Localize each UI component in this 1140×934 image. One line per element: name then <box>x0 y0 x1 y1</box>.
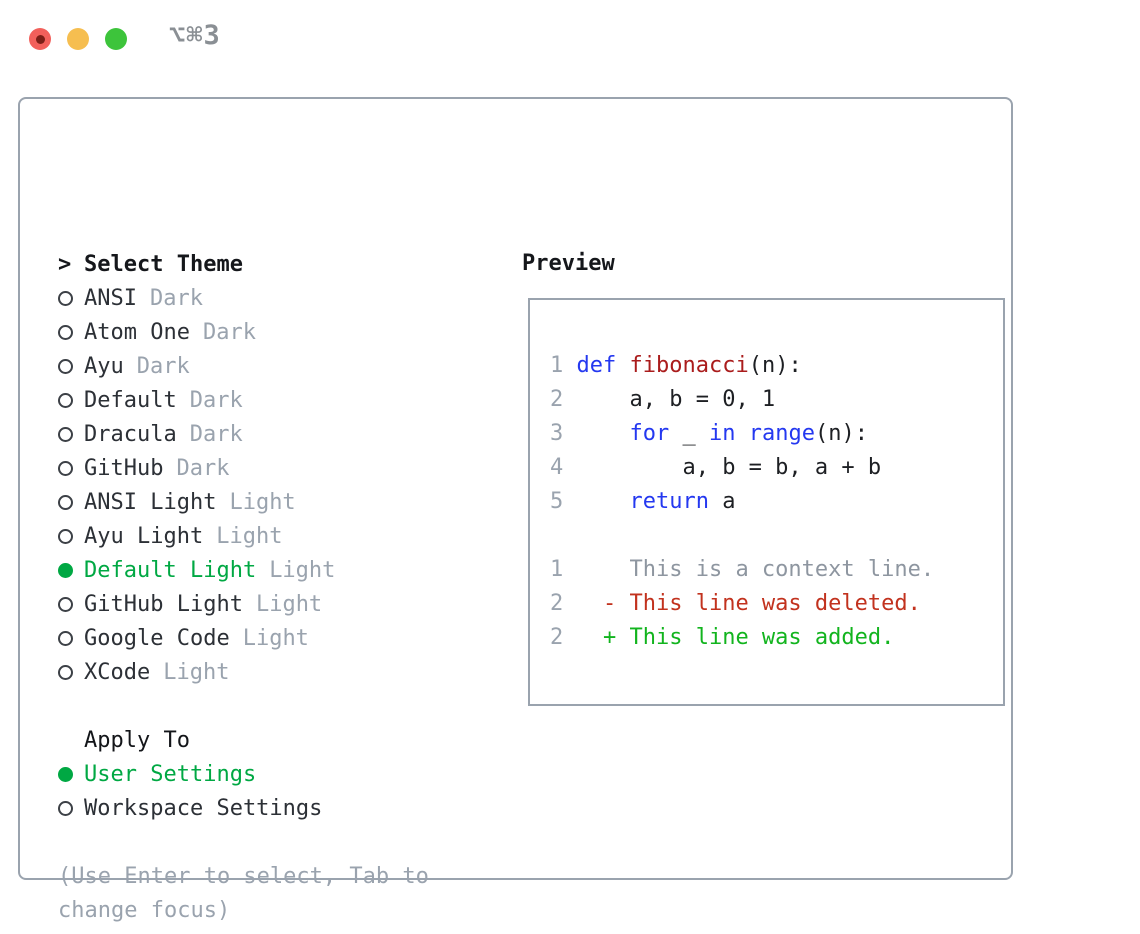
line-number: 5 <box>550 489 564 514</box>
theme-variant-badge: Light <box>229 489 296 515</box>
line-number: 1 <box>550 557 564 582</box>
code-line: 5 return a <box>550 489 736 514</box>
apply-option-workspace-settings[interactable]: Workspace Settings <box>58 791 429 825</box>
theme-name: Atom One <box>84 319 190 345</box>
radio-selected-icon <box>58 562 73 578</box>
radio-icon <box>58 426 73 442</box>
theme-option-google-code[interactable]: Google Code Light <box>58 621 429 655</box>
theme-variant-badge: Light <box>255 591 323 617</box>
code-line: 3 for _ in range(n): <box>550 421 868 446</box>
code-line: 1 def fibonacci(n): <box>550 353 802 378</box>
radio-icon <box>58 528 73 544</box>
select-theme-header: > Select Theme <box>58 247 429 281</box>
radio-icon <box>58 392 73 408</box>
apply-to-title: Apply To <box>84 727 190 753</box>
preview-box: 1 def fibonacci(n): 2 a, b = 0, 1 3 for _ … <box>528 298 1005 706</box>
code-line: 2 a, b = 0, 1 <box>550 387 776 412</box>
theme-option-ansi[interactable]: ANSI Dark <box>58 281 429 315</box>
minimize-button[interactable] <box>67 28 89 50</box>
line-number: 1 <box>550 353 564 378</box>
theme-variant-badge: Light <box>163 659 230 685</box>
radio-icon <box>58 494 73 510</box>
spacer-row <box>58 689 429 723</box>
theme-option-dracula[interactable]: Dracula Dark <box>58 417 429 451</box>
diff-line-deleted: 2 - This line was deleted. <box>550 587 934 621</box>
theme-option-default-light[interactable]: Default Light Light <box>58 553 429 587</box>
theme-option-github[interactable]: GitHub Dark <box>58 451 429 485</box>
line-number: 2 <box>550 387 564 412</box>
theme-option-xcode[interactable]: XCode Light <box>58 655 429 689</box>
line-number: 2 <box>550 625 564 650</box>
radio-icon <box>58 290 73 306</box>
diff-line-added: 2 + This line was added. <box>550 621 934 655</box>
theme-variant-badge: Dark <box>136 353 190 379</box>
radio-icon <box>58 630 73 646</box>
hint-line-2: change focus) <box>58 897 231 923</box>
theme-option-ayu-light[interactable]: Ayu Light Light <box>58 519 429 553</box>
radio-icon <box>58 324 73 340</box>
theme-variant-badge: Light <box>242 625 309 651</box>
close-button[interactable] <box>29 28 51 50</box>
theme-name: ANSI Light <box>84 489 217 515</box>
theme-variant-badge: Light <box>269 557 336 583</box>
theme-name: Ayu Light <box>84 523 204 549</box>
theme-variant-badge: Dark <box>189 387 243 413</box>
diff-text: This is a context line. <box>576 557 935 582</box>
theme-variant-badge: Dark <box>202 319 256 345</box>
theme-name: Default Light <box>84 557 257 583</box>
theme-option-ansi-light[interactable]: ANSI Light Light <box>58 485 429 519</box>
line-number: 3 <box>550 421 564 446</box>
theme-variant-badge: Light <box>216 523 283 549</box>
window-shortcut-label: ⌥⌘3 <box>169 20 221 51</box>
diff-text: - This line was deleted. <box>576 591 921 616</box>
apply-option-label: User Settings <box>84 761 257 787</box>
code-line: 4 a, b = b, a + b <box>550 455 882 480</box>
theme-variant-badge: Dark <box>176 455 230 481</box>
theme-option-atom-one[interactable]: Atom One Dark <box>58 315 429 349</box>
apply-option-label: Workspace Settings <box>84 795 323 821</box>
diff-text: + This line was added. <box>576 625 895 650</box>
window-controls <box>29 28 127 50</box>
theme-option-ayu[interactable]: Ayu Dark <box>58 349 429 383</box>
zoom-button[interactable] <box>105 28 127 50</box>
line-number: 4 <box>550 455 564 480</box>
theme-variant-badge: Dark <box>149 285 203 311</box>
theme-name: Dracula <box>84 421 177 447</box>
apply-to-header: Apply To <box>58 723 429 757</box>
theme-name: XCode <box>84 659 151 685</box>
theme-variant-badge: Dark <box>189 421 243 447</box>
spacer-row <box>58 825 429 859</box>
diff-line-context: 1 This is a context line. <box>550 553 934 587</box>
radio-icon <box>58 596 73 612</box>
theme-name: ANSI <box>84 285 137 311</box>
radio-icon <box>58 460 73 476</box>
theme-name: Default <box>84 387 177 413</box>
line-number: 2 <box>550 591 564 616</box>
theme-name: Google Code <box>84 625 230 651</box>
theme-name: Ayu <box>84 353 124 379</box>
radio-selected-icon <box>58 766 73 782</box>
selection-cursor: > <box>58 251 72 277</box>
preview-title: Preview <box>522 251 615 276</box>
preview-code: 1 def fibonacci(n): 2 a, b = 0, 1 3 for _ … <box>550 349 934 655</box>
radio-icon <box>58 664 73 680</box>
hint-line-1: (Use Enter to select, Tab to <box>58 863 429 889</box>
spacer-row <box>550 519 934 553</box>
theme-option-default[interactable]: Default Dark <box>58 383 429 417</box>
close-button-dot <box>35 34 45 44</box>
radio-icon <box>58 800 73 816</box>
theme-name: GitHub <box>84 455 164 481</box>
radio-icon <box>58 358 73 374</box>
apply-option-user-settings[interactable]: User Settings <box>58 757 429 791</box>
select-theme-title: Select Theme <box>84 251 243 277</box>
theme-name: GitHub Light <box>84 591 243 617</box>
theme-option-github-light[interactable]: GitHub Light Light <box>58 587 429 621</box>
